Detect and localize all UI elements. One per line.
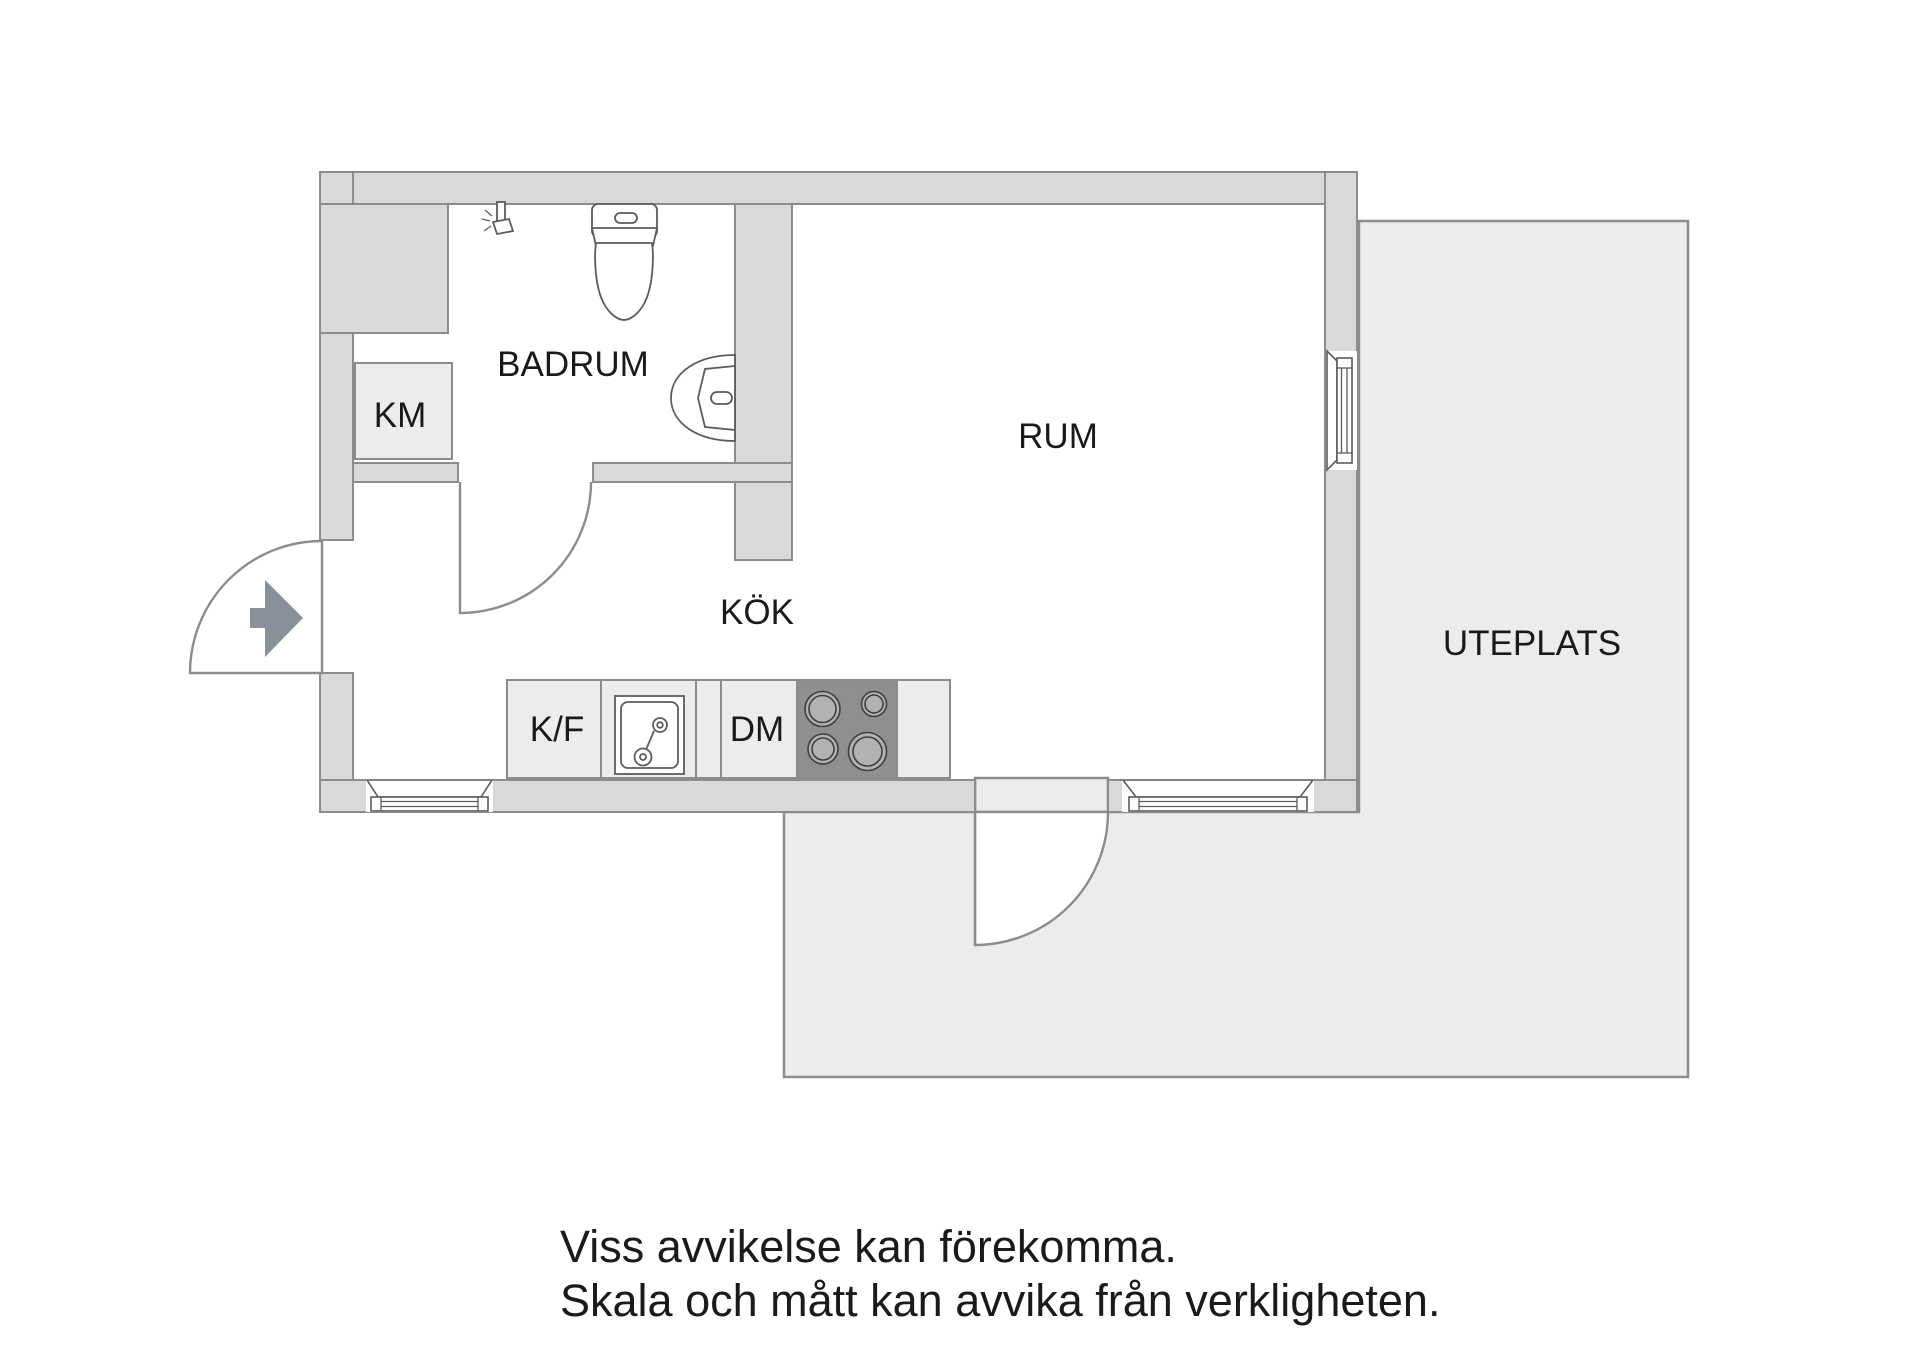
- stove-burners: [804, 690, 888, 772]
- window-bottom-right: [1121, 779, 1315, 812]
- window-glazing: [370, 796, 489, 812]
- label-dm: DM: [730, 710, 784, 749]
- burner-ring: [864, 694, 884, 714]
- toilet-icon: [590, 203, 659, 321]
- burner-ring: [852, 736, 883, 767]
- kitchen-sink-icon: [614, 695, 685, 775]
- window-sill: [1326, 349, 1338, 472]
- window-bottom-left: [365, 779, 494, 812]
- window-sill: [365, 779, 494, 798]
- km-closet: [354, 362, 453, 460]
- window-glazing: [1128, 796, 1308, 812]
- shower-icon: [481, 201, 515, 236]
- disclaimer-line-1: Viss avvikelse kan förekomma.: [560, 1221, 1177, 1272]
- walls: [319, 171, 1358, 813]
- window-rum-right: [1326, 349, 1357, 472]
- label-uteplats: UTEPLATS: [1443, 624, 1621, 663]
- cabinet-dm: [720, 679, 798, 779]
- wall-right: [1324, 171, 1358, 813]
- label-rum: RUM: [1018, 417, 1098, 456]
- patio-door-threshold: [973, 776, 1110, 814]
- window-sill: [1121, 779, 1315, 798]
- wall-bathroom-rum: [734, 203, 793, 561]
- label-km: KM: [374, 396, 427, 435]
- patio-door-swing: [973, 810, 1110, 947]
- kitchen-counter: [506, 679, 951, 779]
- entry-arrow-icon: [250, 580, 303, 657]
- entry-door-swing: [188, 539, 324, 675]
- burner-ring: [811, 737, 835, 761]
- burner-ring: [808, 694, 837, 724]
- wall-block-top-left: [319, 203, 449, 334]
- entry-door: [188, 539, 324, 675]
- label-kf: K/F: [530, 710, 584, 749]
- label-kok: KÖK: [720, 593, 794, 632]
- wall-bathroom-bottom-left: [352, 462, 459, 483]
- cabinet-spacer: [695, 679, 722, 779]
- window-glazing: [1336, 357, 1353, 464]
- wall-top: [319, 171, 1358, 205]
- cabinet-end: [896, 679, 951, 779]
- cabinet-kf: [506, 679, 602, 779]
- bathroom-sink-icon: [670, 354, 736, 442]
- wall-bathroom-bottom-right: [592, 462, 793, 483]
- bathroom-door-swing: [458, 481, 593, 615]
- label-badrum: BADRUM: [497, 345, 649, 384]
- disclaimer-line-2: Skala och mått kan avvika från verklighe…: [560, 1275, 1440, 1326]
